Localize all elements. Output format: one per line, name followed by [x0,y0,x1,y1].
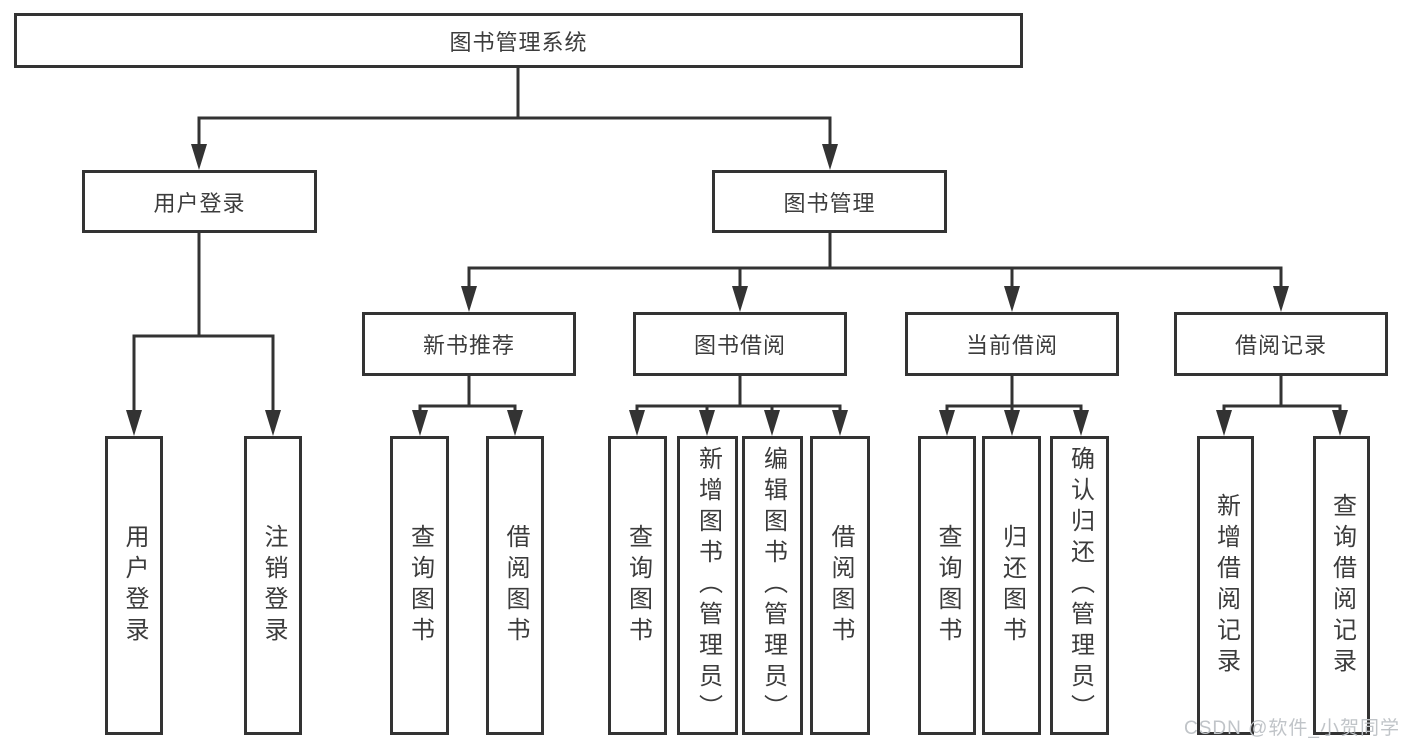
node-label: 归还图书 [998,523,1026,648]
node-label: 确认归还（管理员） [1066,446,1094,725]
node-label: 当前借阅 [965,333,1058,358]
node-label: 新书推荐 [422,333,515,358]
node-label: 新增图书（管理员） [694,446,722,725]
node-label: 借阅图书 [827,523,854,648]
node-label: 新增借阅记录 [1212,492,1240,679]
leaf-query-books-1: 查询图书 [390,436,449,735]
leaf-add-books-admin: 新增图书（管理员） [677,436,738,735]
node-library-management-system: 图书管理系统 [14,13,1023,68]
node-new-book-recommendation: 新书推荐 [362,312,576,376]
leaf-edit-books-admin: 编辑图书（管理员） [742,436,803,735]
node-book-borrowing: 图书借阅 [633,312,847,376]
node-label: 查询图书 [934,523,961,648]
node-label: 图书管理 [783,190,876,216]
node-label: 查询图书 [406,523,434,648]
node-label: 借阅记录 [1234,333,1327,358]
leaf-query-borrow-record: 查询借阅记录 [1313,436,1370,735]
leaf-user-login: 用户登录 [105,436,163,735]
node-label: 编辑图书（管理员） [759,446,787,725]
node-label: 注销登录 [260,523,287,648]
node-label: 借阅图书 [502,523,529,648]
node-label: 查询图书 [624,523,652,648]
leaf-add-borrow-record: 新增借阅记录 [1197,436,1254,735]
leaf-borrow-books-1: 借阅图书 [486,436,544,735]
node-user-login: 用户登录 [82,170,317,233]
leaf-query-books-3: 查询图书 [918,436,976,735]
node-label: 用户登录 [121,523,148,648]
leaf-confirm-return-admin: 确认归还（管理员） [1050,436,1109,735]
leaf-return-books: 归还图书 [982,436,1041,735]
leaf-logout: 注销登录 [244,436,302,735]
leaf-borrow-books-2: 借阅图书 [810,436,870,735]
leaf-query-books-2: 查询图书 [608,436,667,735]
node-label: 图书借阅 [693,333,786,358]
node-label: 用户登录 [153,190,246,216]
node-book-management: 图书管理 [712,170,947,233]
csdn-watermark: CSDN @软件_小贺同学 [1184,718,1400,739]
node-label: 查询借阅记录 [1328,492,1356,679]
node-current-borrowing: 当前借阅 [905,312,1119,376]
node-label: 图书管理系统 [449,29,588,55]
arrowheads [126,144,1348,436]
node-borrowing-records: 借阅记录 [1174,312,1388,376]
